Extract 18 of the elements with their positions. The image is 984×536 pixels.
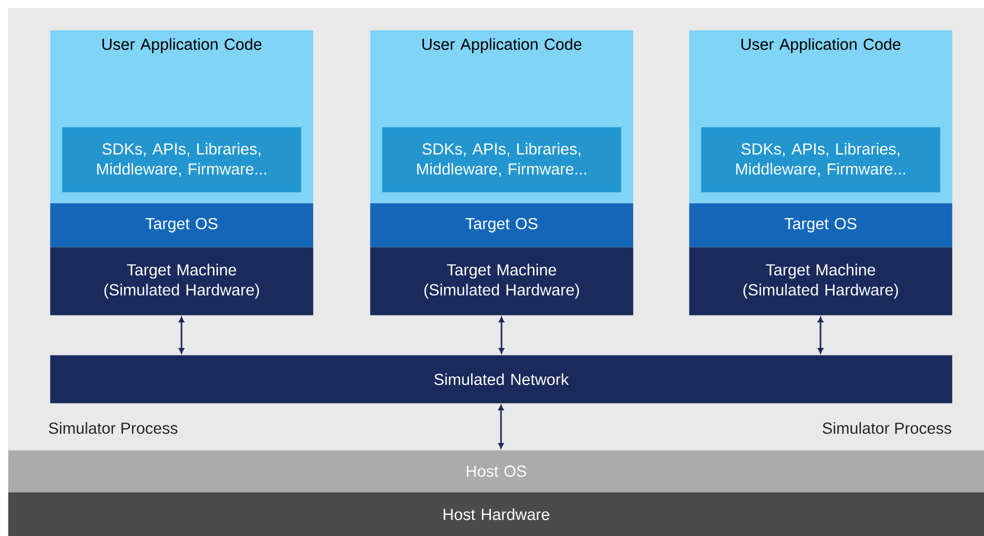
host-hardware-band: Host Hardware <box>8 492 984 536</box>
double-arrow <box>818 316 824 354</box>
os-layer-box: Target OS <box>370 203 634 248</box>
library-box: SDKs, APIs, Libraries, Middleware, Firmware... <box>701 127 940 192</box>
machine-layer-box: Target Machine (Simulated Hardware) <box>689 247 952 316</box>
library-box: SDKs, APIs, Libraries, Middleware, Firmware... <box>382 127 622 192</box>
library-box: SDKs, APIs, Libraries, Middleware, Firmware... <box>62 127 302 192</box>
process-label: Simulator Process <box>822 422 952 434</box>
double-arrow <box>498 404 504 448</box>
host-os-band: Host OS <box>8 450 984 492</box>
process-label: Simulator Process <box>48 422 178 434</box>
double-arrow <box>498 316 504 354</box>
os-layer-box: Target OS <box>689 203 952 248</box>
os-layer-box: Target OS <box>50 203 314 248</box>
network-bar: Simulated Network <box>50 355 952 404</box>
machine-layer-box: Target Machine (Simulated Hardware) <box>50 247 314 316</box>
double-arrow <box>178 316 184 354</box>
machine-layer-box: Target Machine (Simulated Hardware) <box>370 247 634 316</box>
